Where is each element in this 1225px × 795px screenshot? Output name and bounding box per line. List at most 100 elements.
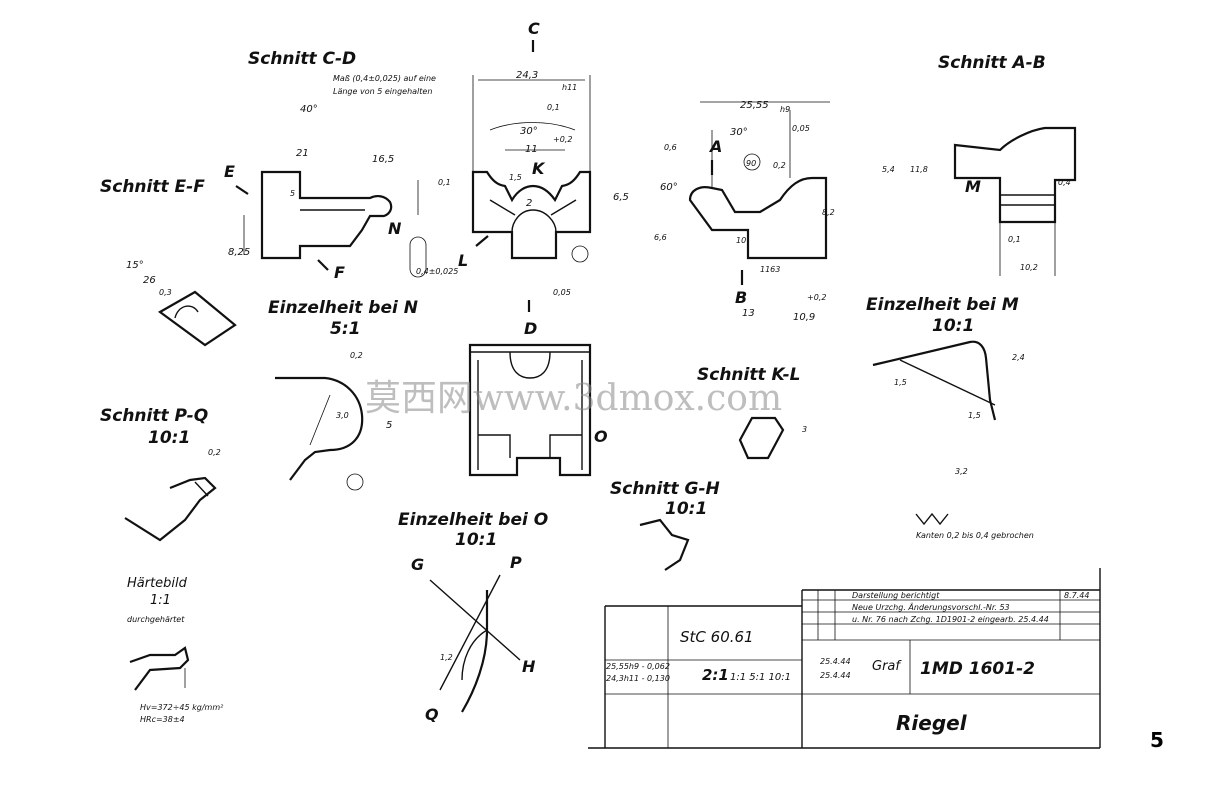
einzelheit-n-outline — [275, 376, 364, 481]
section-letter-a: A — [708, 137, 722, 156]
schnitt-ab-view: Schnitt A-B 25,55 h9 30° 0,05 0,6 A 90 0… — [654, 53, 1077, 323]
dim-3-2: 3,2 — [955, 467, 968, 476]
plan-view-outline — [468, 343, 592, 477]
schnitt-pq-view: Schnitt P-Q 10:1 0,2 — [100, 406, 221, 542]
dim-0-1-m: 0,1 — [1008, 235, 1021, 244]
dim-24-3: 24,3 — [516, 70, 538, 81]
date-checked: 25.4.44 — [820, 671, 851, 680]
part-name: Riegel — [896, 711, 968, 735]
dim-13: 13 — [742, 308, 755, 319]
dim-0-05: 0,05 — [553, 288, 571, 297]
schnitt-cd-note-1: Maß (0,4±0,025) auf eine — [333, 74, 436, 83]
section-letter-f: F — [334, 263, 345, 282]
dim-3-0: 3,0 — [336, 411, 349, 420]
einzelheit-m-outline — [872, 340, 997, 421]
section-letter-p: P — [510, 553, 522, 572]
dim-25-55: 25,55 — [740, 100, 769, 111]
einzelheit-m-scale: 10:1 — [932, 316, 974, 336]
m-view-outline — [953, 126, 1077, 224]
haertebild-title: Härtebild — [127, 576, 188, 591]
schnitt-pq-outline — [124, 476, 217, 542]
fit-tolerance-1: 25,55h9 - 0,062 — [606, 662, 670, 671]
main-scale: 2:1 — [702, 666, 729, 684]
schnitt-cd-note-2: Länge von 5 eingehalten — [333, 87, 432, 96]
dim-0-4-pm: 0,4±0,025 — [416, 267, 458, 276]
dim-10-2: 10,2 — [1020, 263, 1038, 272]
dim-0-4-m: 0,4 — [1058, 178, 1071, 187]
revision-line-3: u. Nr. 76 nach Zchg. 1D1901-2 eingearb. … — [852, 615, 1049, 624]
dim-30deg-a: 30° — [520, 126, 538, 137]
dim-16-5: 16,5 — [372, 154, 394, 165]
date-drawn: 25.4.44 — [820, 657, 851, 666]
schnitt-kl-view: Schnitt K-L 3 — [697, 365, 807, 460]
fit-tolerance-2: 24,3h11 - 0,130 — [606, 674, 670, 683]
section-letter-m: M — [965, 177, 981, 196]
watermark-text: 莫西网www.3dmox.com — [365, 378, 782, 419]
section-letter-h: H — [522, 657, 536, 676]
einzelheit-n-view: Einzelheit bei N 5:1 0,2 3,0 5 — [268, 298, 418, 491]
dim-6-6: 6,6 — [654, 233, 667, 242]
haertebild-hrc: HRc=38±4 — [140, 715, 185, 724]
dim-90: 90 — [746, 159, 756, 168]
dim-11: 11 — [525, 144, 538, 155]
dim-6-5: 6,5 — [613, 192, 629, 203]
einzelheit-o-outline — [461, 590, 489, 713]
dim-1-5-a: 1,5 — [509, 173, 522, 182]
dim-1163: 1163 — [760, 265, 780, 274]
section-letter-g: G — [411, 555, 424, 574]
dim-plus-0-2-c: +0,2 — [807, 293, 826, 302]
plan-view-o: O — [468, 343, 608, 477]
haertebild-note: durchgehärtet — [127, 615, 185, 624]
section-letter-d: D — [524, 319, 537, 338]
dim-0-05-b: 0,05 — [792, 124, 810, 133]
einzelheit-m-view: Einzelheit bei M 10:1 2,4 1,5 1,5 3,2 — [866, 295, 1025, 476]
signature: Graf — [872, 659, 902, 674]
dim-8-2: 8,2 — [822, 208, 835, 217]
schnitt-gh-outline — [639, 518, 690, 571]
einzelheit-o-title: Einzelheit bei O — [398, 510, 548, 530]
schnitt-gh-view: Schnitt G-H 10:1 — [610, 479, 720, 571]
revision-line-1: Darstellung berichtigt — [852, 591, 940, 600]
dim-8-25: 8,25 — [228, 247, 250, 258]
schnitt-cd-outline — [471, 170, 592, 260]
dim-40deg: 40° — [300, 104, 318, 115]
kanten-note: Kanten 0,2 bis 0,4 gebrochen — [916, 531, 1034, 540]
dim-5: 5 — [290, 189, 295, 198]
dim-3-kl: 3 — [802, 425, 807, 434]
dim-0-6: 0,6 — [664, 143, 677, 152]
material-value: StC 60.61 — [680, 628, 754, 646]
dim-1-5-m2: 1,5 — [968, 411, 981, 420]
revision-date: 8.7.44 — [1064, 591, 1089, 600]
dim-h11: h11 — [562, 83, 577, 92]
haertebild-scale: 1:1 — [150, 593, 171, 608]
dim-30deg-b: 30° — [730, 127, 748, 138]
schnitt-pq-title: Schnitt P-Q — [100, 406, 208, 426]
schnitt-ef-view: Schnitt E-F E F N 5 40° 21 16,5 8,25 0,1… — [100, 104, 458, 347]
dim-0-1-a: 0,1 — [547, 103, 560, 112]
dim-26: 26 — [143, 275, 156, 286]
dim-11-8: 11,8 — [910, 165, 928, 174]
dim-10: 10 — [736, 236, 746, 245]
einzelheit-m-title: Einzelheit bei M — [866, 295, 1019, 315]
dim-1-2: 1,2 — [440, 653, 453, 662]
revision-line-2: Neue Urzchg. Änderungsvorschl.-Nr. 53 — [852, 602, 1010, 612]
dim-1-5-m: 1,5 — [894, 378, 907, 387]
schnitt-gh-title: Schnitt G-H — [610, 479, 720, 499]
schnitt-cd-view: Schnitt C-D Maß (0,4±0,025) auf eine Län… — [248, 19, 629, 338]
title-block: StC 60.61 25,55h9 - 0,062 24,3h11 - 0,13… — [588, 568, 1101, 749]
page-number: 5 — [1150, 728, 1164, 752]
schnitt-ef-outline — [260, 170, 393, 260]
surface-note: Kanten 0,2 bis 0,4 gebrochen — [915, 512, 1034, 540]
section-letter-n: N — [388, 219, 402, 238]
section-letter-k: K — [532, 159, 546, 178]
dim-5-4: 5,4 — [882, 165, 895, 174]
dim-0-1-b: 0,1 — [438, 178, 451, 187]
haertebild-outline — [129, 646, 190, 691]
schnitt-pq-scale: 10:1 — [148, 428, 190, 448]
haertebild-view: Härtebild 1:1 durchgehärtet Hv=372÷45 kg… — [127, 576, 224, 724]
schnitt-ab-outline — [688, 176, 828, 260]
dim-0-2-b: 0,2 — [773, 161, 786, 170]
dim-plus-0-2-a: +0,2 — [553, 135, 572, 144]
dim-0-2-pq: 0,2 — [208, 448, 221, 457]
